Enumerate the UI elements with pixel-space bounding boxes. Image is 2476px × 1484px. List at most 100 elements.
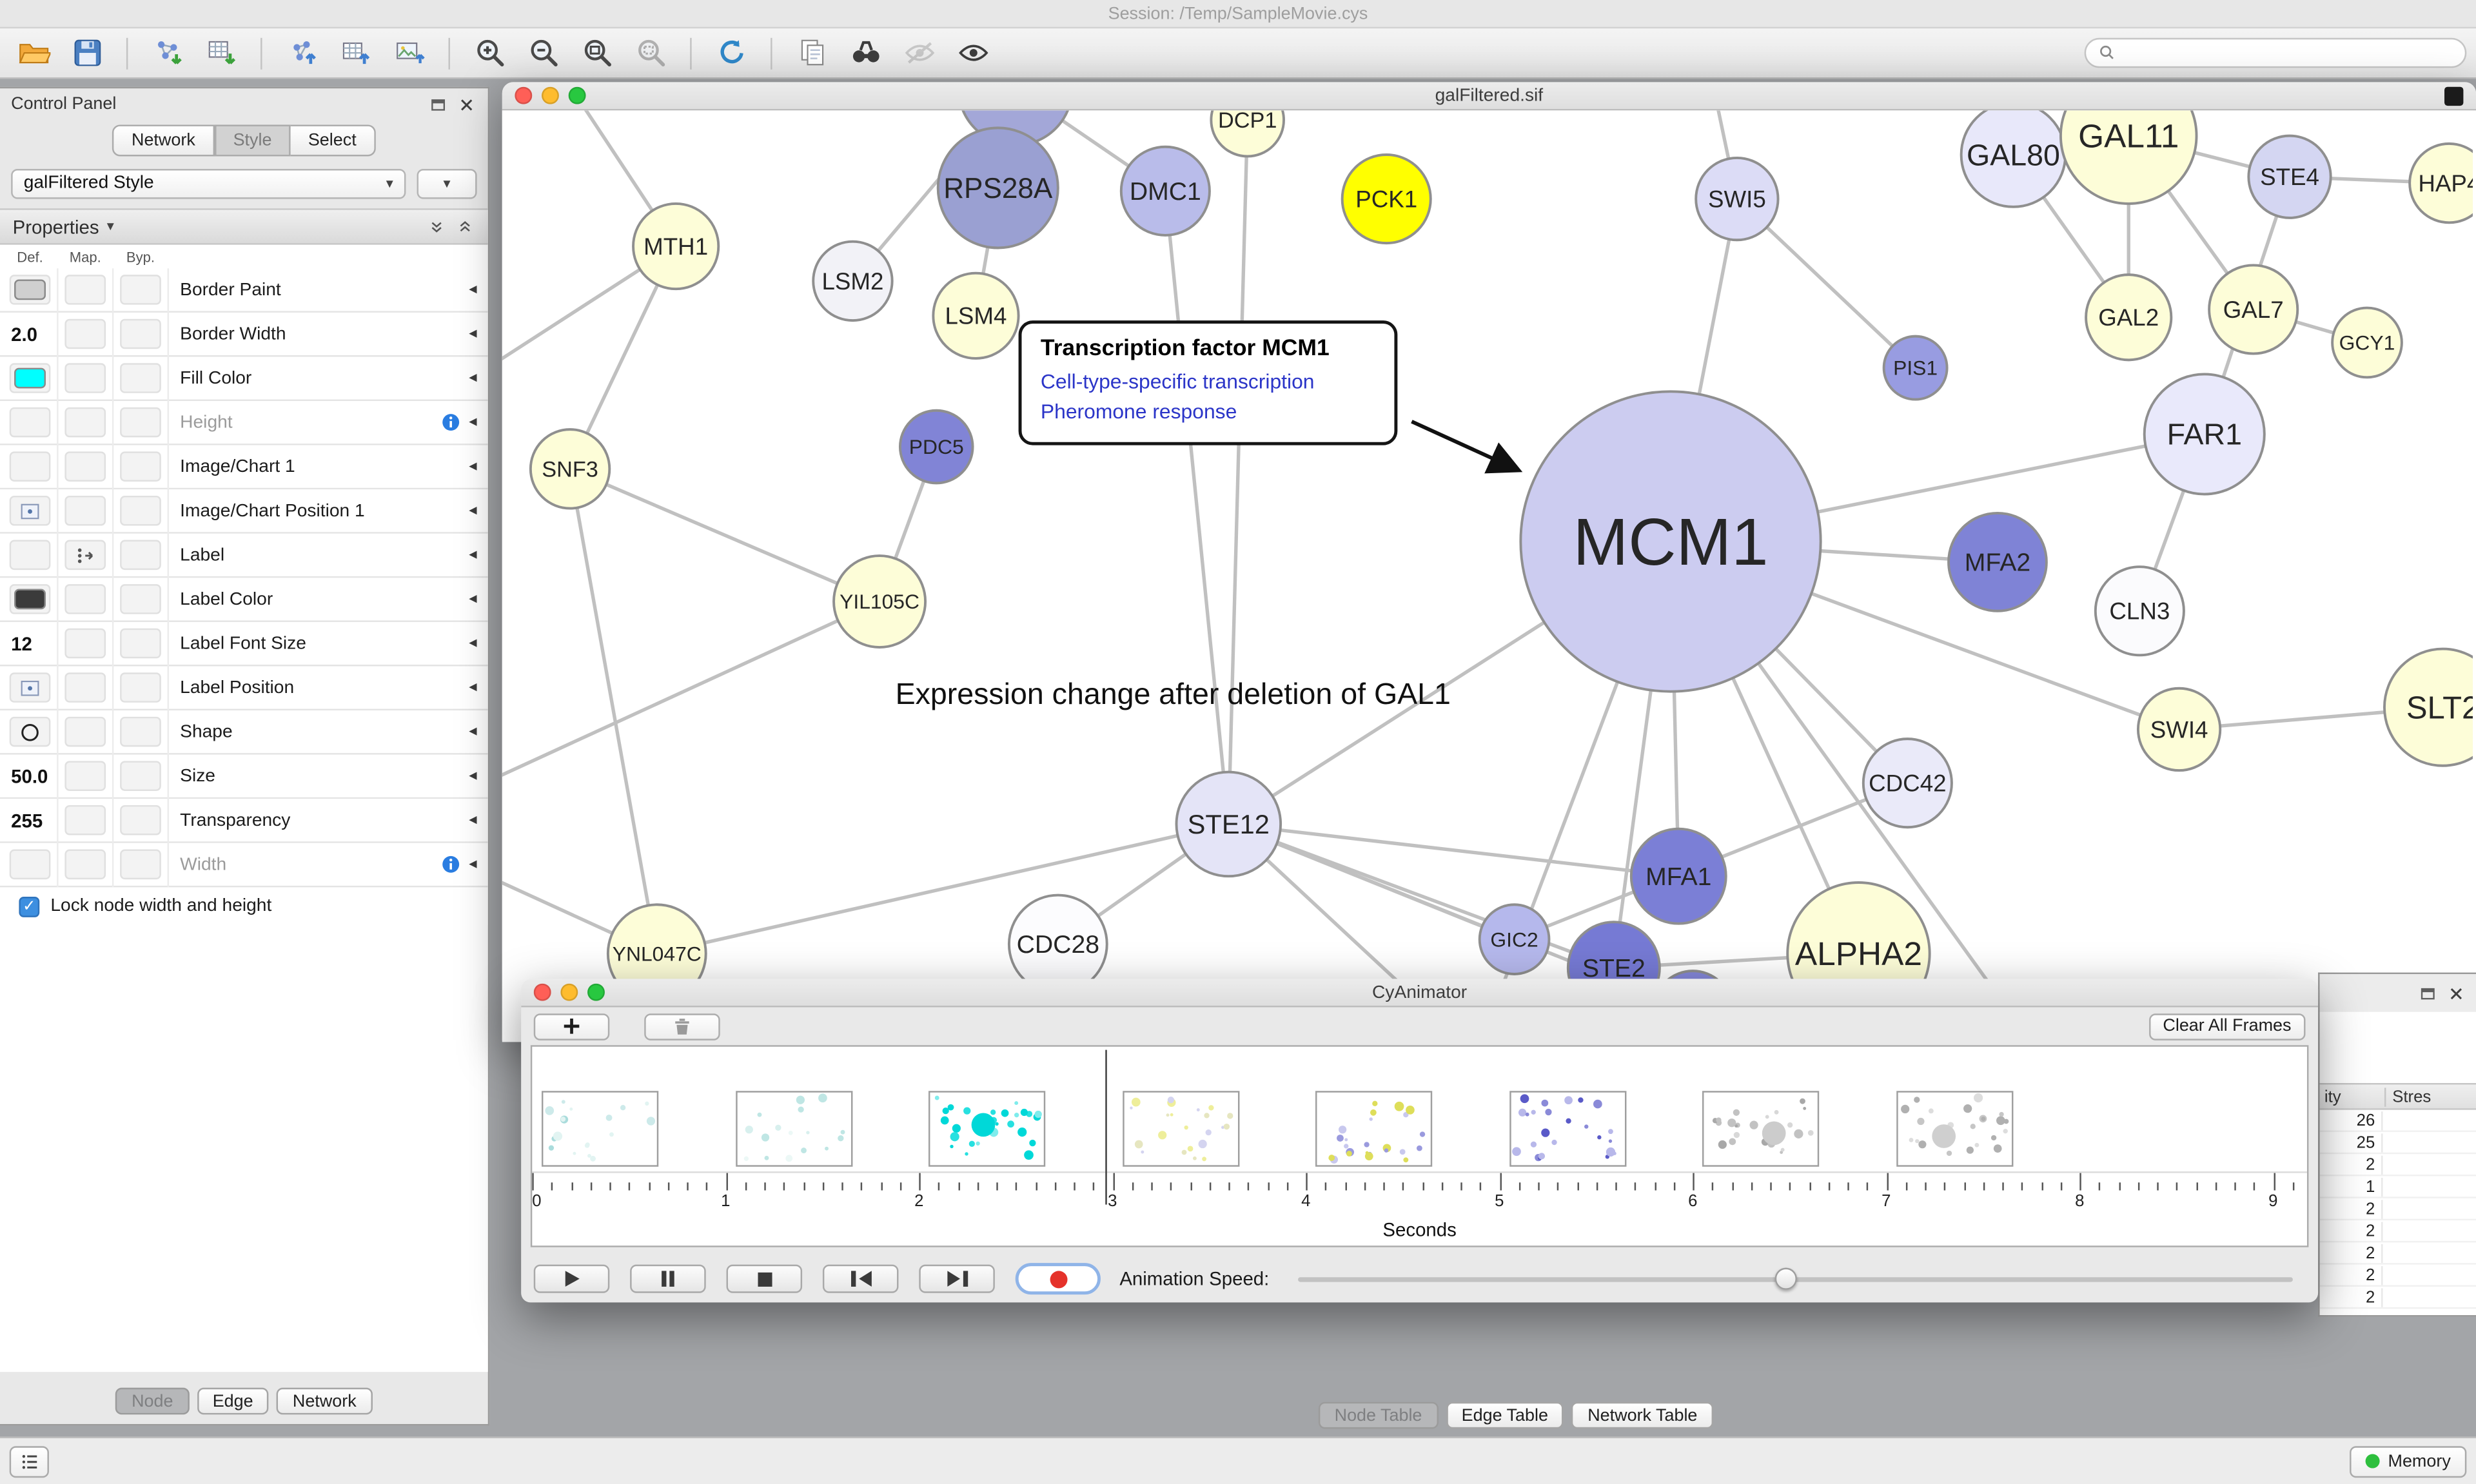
bypass-cell[interactable] xyxy=(120,407,161,438)
table-row[interactable]: 25 xyxy=(2319,1132,2476,1155)
close-panel-icon[interactable] xyxy=(2446,982,2466,1003)
panel-tab-edge[interactable]: Edge xyxy=(197,1387,270,1415)
network-node-DMC1[interactable]: DMC1 xyxy=(1119,145,1211,237)
bypass-cell[interactable] xyxy=(120,672,161,703)
traffic-light-minimize[interactable] xyxy=(542,86,559,104)
network-window-titlebar[interactable]: galFiltered.sif xyxy=(502,82,2476,111)
expand-arrow-icon[interactable]: ◂ xyxy=(469,546,477,564)
zoom-out-button[interactable] xyxy=(520,32,567,73)
property-row-image-chart-position-1[interactable]: Image/Chart Position 1◂ xyxy=(0,489,488,534)
network-node-PIS1[interactable]: PIS1 xyxy=(1882,335,1949,401)
annotation-link[interactable]: Pheromone response xyxy=(1040,399,1237,423)
cyanimator-titlebar[interactable]: CyAnimator xyxy=(521,979,2319,1008)
panel-menu-button[interactable] xyxy=(9,1445,49,1478)
frame-thumbnail-4[interactable] xyxy=(1315,1091,1433,1167)
skip-to-start-button[interactable] xyxy=(822,1264,899,1293)
property-row-label-position[interactable]: Label Position◂ xyxy=(0,666,488,711)
expand-arrow-icon[interactable]: ◂ xyxy=(469,280,477,298)
default-value-cell[interactable] xyxy=(9,407,51,438)
network-node-MCM1[interactable]: MCM1 xyxy=(1519,390,1822,693)
traffic-light-close[interactable] xyxy=(515,86,533,104)
search-input[interactable] xyxy=(2123,43,2453,63)
expand-arrow-icon[interactable]: ◂ xyxy=(469,634,477,652)
network-node-DCP1[interactable]: DCP1 xyxy=(1210,110,1285,158)
network-node-SWI4[interactable]: SWI4 xyxy=(2136,687,2222,772)
open-session-button[interactable] xyxy=(10,32,57,73)
network-node-MFA1[interactable]: MFA1 xyxy=(1629,827,1727,925)
bypass-cell[interactable] xyxy=(120,584,161,614)
table-column-header[interactable]: Stres xyxy=(2392,1087,2432,1106)
bypass-cell[interactable] xyxy=(120,628,161,659)
tab-network[interactable]: Network xyxy=(112,124,215,157)
table-row[interactable]: 2 xyxy=(2319,1265,2476,1287)
network-node-GAL7[interactable]: GAL7 xyxy=(2208,264,2299,355)
animation-speed-slider[interactable] xyxy=(1297,1265,2293,1293)
property-row-height[interactable]: Height◂ xyxy=(0,401,488,445)
property-row-image-chart-1[interactable]: Image/Chart 1◂ xyxy=(0,445,488,490)
save-session-button[interactable] xyxy=(63,32,110,73)
default-value-cell[interactable] xyxy=(9,363,51,393)
expand-all-icon[interactable] xyxy=(426,217,447,237)
network-node-SNF3[interactable]: SNF3 xyxy=(529,428,611,510)
table-row[interactable]: 2 xyxy=(2319,1287,2476,1309)
default-value-cell[interactable] xyxy=(9,584,51,614)
property-row-fill-color[interactable]: Fill Color◂ xyxy=(0,356,488,402)
tab-select[interactable]: Select xyxy=(290,124,376,157)
panel-tab-network[interactable]: Network xyxy=(277,1387,373,1415)
network-node-MFA2[interactable]: MFA2 xyxy=(1947,511,2048,612)
network-node-PDC5[interactable]: PDC5 xyxy=(898,409,974,485)
network-node-YIL105C[interactable]: YIL105C xyxy=(832,554,927,649)
frame-thumbnail-6[interactable] xyxy=(1702,1091,1820,1167)
default-value-cell[interactable]: 2.0 xyxy=(11,322,38,346)
network-node-GCY1[interactable]: GCY1 xyxy=(2331,306,2403,379)
property-row-label[interactable]: Label◂ xyxy=(0,533,488,578)
table-row[interactable]: 2 xyxy=(2319,1242,2476,1265)
expand-arrow-icon[interactable]: ◂ xyxy=(469,679,477,697)
network-edge[interactable] xyxy=(656,822,1229,955)
table-row[interactable]: 26 xyxy=(2319,1110,2476,1132)
bypass-cell[interactable] xyxy=(120,275,161,305)
network-canvas[interactable]: RPS28BRPS28ADMC1DCP1PCK1SWI5GAL80GAL11ST… xyxy=(502,110,2473,1040)
mapping-cell[interactable] xyxy=(64,495,106,526)
network-node-PCK1[interactable]: PCK1 xyxy=(1341,153,1432,245)
memory-button[interactable]: Memory xyxy=(2350,1445,2467,1478)
mapping-cell[interactable] xyxy=(64,805,106,835)
annotation-arrow[interactable] xyxy=(1411,420,1523,474)
default-value-cell[interactable] xyxy=(9,275,51,305)
network-node-FAR1[interactable]: FAR1 xyxy=(2143,373,2266,496)
annotation-link[interactable]: Cell-type-specific transcription xyxy=(1040,369,1315,393)
style-options-button[interactable]: ▾ xyxy=(417,168,477,199)
network-node-GAL2[interactable]: GAL2 xyxy=(2085,273,2173,362)
table-row[interactable]: 2 xyxy=(2319,1220,2476,1243)
lock-dimensions-row[interactable]: ✓ Lock node width and height xyxy=(0,887,488,926)
expand-arrow-icon[interactable]: ◂ xyxy=(469,590,477,608)
network-node-GAL11[interactable]: GAL11 xyxy=(2059,110,2198,205)
default-value-cell[interactable] xyxy=(9,495,51,526)
float-panel-icon[interactable] xyxy=(2417,982,2438,1003)
network-node-MTH1[interactable]: MTH1 xyxy=(632,202,720,291)
table-row[interactable]: 1 xyxy=(2319,1176,2476,1198)
mapping-cell[interactable] xyxy=(64,540,106,571)
network-node-SLT2[interactable]: SLT2 xyxy=(2383,647,2473,767)
skip-to-end-button[interactable] xyxy=(919,1264,995,1293)
bypass-cell[interactable] xyxy=(120,540,161,571)
export-network-button[interactable] xyxy=(278,32,325,73)
playhead[interactable] xyxy=(1105,1050,1106,1205)
hide-panel-button[interactable] xyxy=(896,32,943,73)
add-frame-button[interactable] xyxy=(533,1013,610,1040)
expand-arrow-icon[interactable]: ◂ xyxy=(469,502,477,520)
expand-arrow-icon[interactable]: ◂ xyxy=(469,325,477,343)
mapping-cell[interactable] xyxy=(64,628,106,659)
overview-panel-icon[interactable] xyxy=(2444,86,2464,105)
search-box[interactable] xyxy=(2084,37,2467,68)
default-value-cell[interactable] xyxy=(9,672,51,703)
slider-handle[interactable] xyxy=(1774,1267,1796,1290)
expand-arrow-icon[interactable]: ◂ xyxy=(469,723,477,741)
mapping-cell[interactable] xyxy=(64,363,106,393)
default-value-cell[interactable]: 50.0 xyxy=(11,765,48,787)
bypass-cell[interactable] xyxy=(120,318,161,349)
default-value-cell[interactable]: 255 xyxy=(11,809,43,832)
frame-thumbnail-3[interactable] xyxy=(1122,1091,1239,1167)
